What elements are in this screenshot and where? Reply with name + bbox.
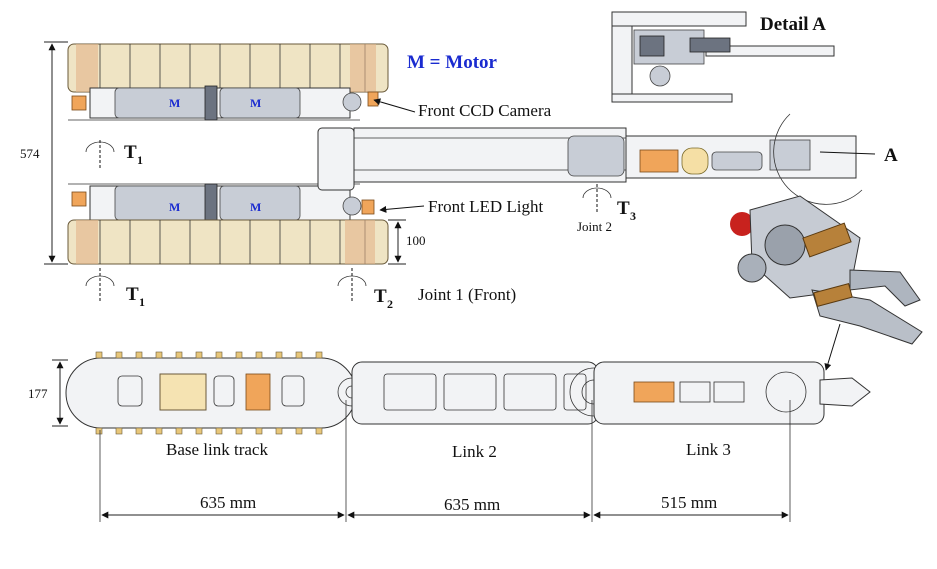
- link2-body: [351, 361, 599, 425]
- motor-legend: M = Motor: [407, 52, 498, 73]
- detail-a-drawing: [611, 11, 835, 103]
- motor-label: M: [250, 200, 261, 214]
- top-view-assembly: [67, 43, 863, 265]
- dimension-base-length: 635 mm: [200, 493, 256, 512]
- gripper-render: [730, 195, 923, 345]
- link3-body: [593, 361, 825, 425]
- motor-label: M: [169, 96, 180, 110]
- dimension-link3-length: 515 mm: [661, 493, 717, 512]
- svg-text:1: 1: [139, 295, 145, 309]
- joint1-label: Joint 1 (Front): [418, 285, 516, 304]
- side-view-assembly: [65, 351, 871, 435]
- dimension-link-height: 177: [28, 386, 48, 401]
- dimension-track-height: 100: [406, 233, 426, 248]
- svg-text:2: 2: [387, 297, 393, 311]
- joint2-label: Joint 2: [577, 219, 612, 234]
- lower-track: [67, 219, 389, 265]
- front-ccd-camera-label: Front CCD Camera: [418, 101, 552, 120]
- torque-t1-bottom: T 1: [85, 268, 145, 309]
- front-led-light-label: Front LED Light: [428, 197, 543, 216]
- svg-text:T: T: [617, 198, 630, 219]
- motor-label: M: [250, 96, 261, 110]
- motor-label: M: [169, 200, 180, 214]
- svg-text:1: 1: [137, 153, 143, 167]
- dimension-height-total: 574: [20, 146, 40, 161]
- base-link-track-body: [65, 357, 357, 429]
- torque-t1-top: T 1: [85, 140, 143, 168]
- detail-a-title: Detail A: [760, 14, 826, 35]
- link3-label: Link 3: [686, 440, 731, 459]
- torque-t2: T 2: [337, 268, 393, 311]
- torque-t3: T 3: [582, 184, 636, 223]
- svg-text:T: T: [124, 142, 137, 163]
- detail-marker: A: [884, 145, 898, 166]
- base-link-track-label: Base link track: [166, 440, 268, 459]
- link2-label: Link 2: [452, 442, 497, 461]
- svg-text:T: T: [126, 284, 139, 305]
- dimension-link2-length: 635 mm: [444, 495, 500, 514]
- svg-text:T: T: [374, 286, 387, 307]
- svg-text:3: 3: [630, 209, 636, 223]
